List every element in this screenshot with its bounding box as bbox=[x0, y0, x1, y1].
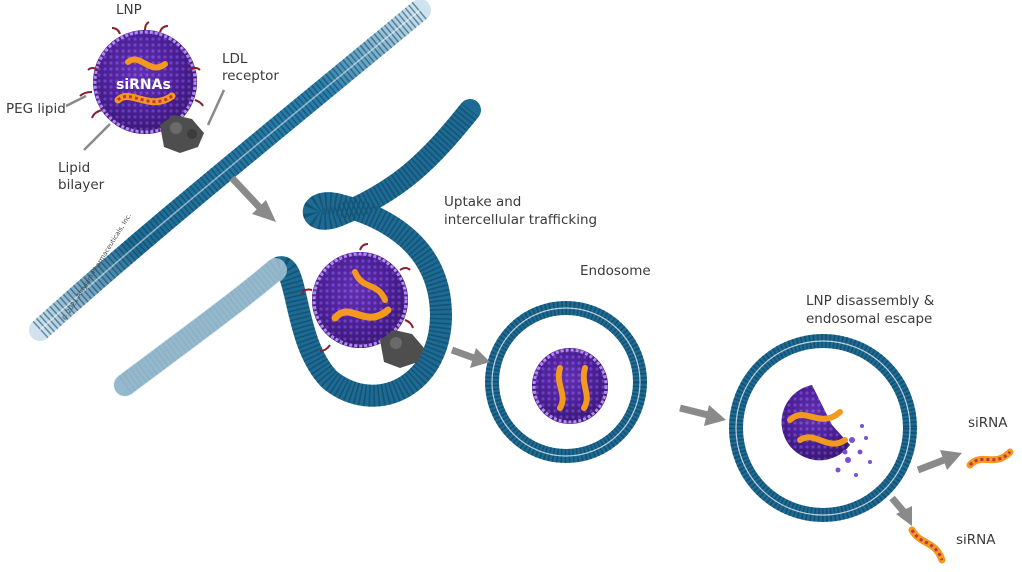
lipid-bilayer-leader bbox=[83, 123, 111, 151]
lnp-particle-disassembling bbox=[781, 385, 872, 477]
cell-membrane-invagination bbox=[113, 99, 481, 407]
uptake-label-line2: intercellular trafficking bbox=[444, 212, 598, 228]
sirna-free-bottom bbox=[908, 526, 946, 564]
endosome-label: Endosome bbox=[580, 263, 651, 279]
sirna-bottom-label: siRNA bbox=[956, 532, 996, 548]
leader-lines bbox=[65, 89, 226, 151]
process-arrows bbox=[229, 175, 962, 526]
arrow-escape-to-sirna-bottom bbox=[889, 495, 912, 526]
disassembly-label-line2: endosomal escape bbox=[806, 311, 933, 327]
arrow-binding-to-uptake bbox=[229, 175, 276, 222]
arrow-escape-to-sirna-right bbox=[916, 450, 962, 474]
ldl-receptor-leader bbox=[206, 89, 226, 126]
lipid-bilayer-label-line2: bilayer bbox=[58, 177, 105, 193]
sirna-free-right bbox=[966, 448, 1014, 469]
lnp-particle-pocket bbox=[301, 243, 414, 352]
sirnas-label: siRNAs bbox=[116, 77, 171, 93]
uptake-label-line1: Uptake and bbox=[444, 194, 522, 210]
endosome-ring bbox=[485, 301, 647, 463]
sirna-right-label: siRNA bbox=[968, 415, 1008, 431]
peg-lipid-label: PEG lipid bbox=[6, 101, 66, 117]
endosome-escape-ring bbox=[729, 334, 917, 522]
ldl-label-line2: receptor bbox=[222, 68, 279, 84]
ldl-receptor-pocket bbox=[380, 330, 424, 368]
peg-lipid-leader bbox=[65, 94, 87, 108]
lnp-label: LNP bbox=[116, 2, 142, 18]
cell-membrane-upper bbox=[29, 0, 431, 341]
disassembly-label-line1: LNP disassembly & bbox=[806, 293, 935, 309]
lipid-bilayer-label-line1: Lipid bbox=[58, 160, 91, 176]
ldl-label-line1: LDL bbox=[222, 51, 248, 67]
lnp-particle-top bbox=[79, 21, 204, 134]
arrow-uptake-to-endosome bbox=[450, 346, 490, 368]
ldl-receptor-top bbox=[160, 115, 204, 153]
arrow-endosome-to-escape bbox=[679, 404, 726, 426]
lnp-particle-endosome bbox=[532, 348, 608, 424]
